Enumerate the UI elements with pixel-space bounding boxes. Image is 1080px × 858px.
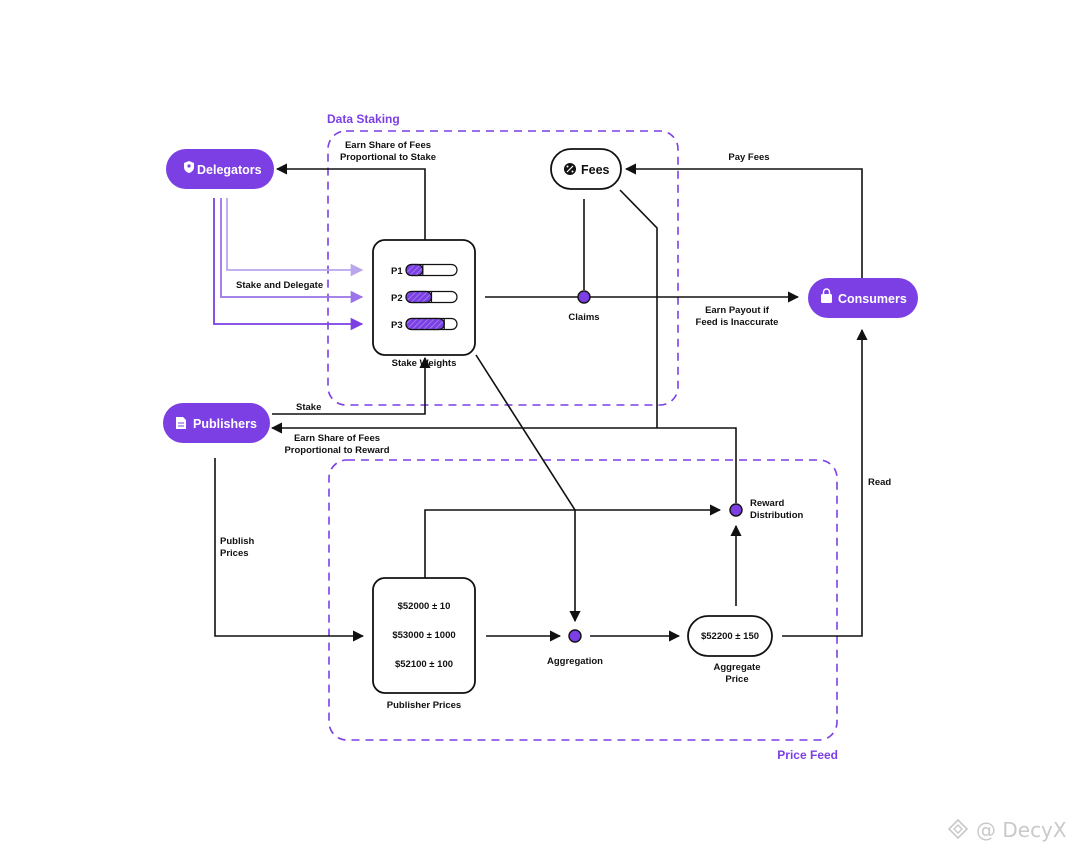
stake-label: Stake bbox=[296, 402, 321, 413]
price-feed-region bbox=[328, 459, 838, 741]
pool-label-1: P1 bbox=[391, 266, 403, 277]
data-staking-region bbox=[327, 130, 679, 406]
prices-to-reward-arrow bbox=[424, 504, 722, 578]
reward-distribution-label-2: Distribution bbox=[750, 510, 803, 521]
fees-distribution-line bbox=[619, 189, 658, 428]
publishers-label: Publishers bbox=[193, 417, 257, 431]
pay-fees-label: Pay Fees bbox=[728, 152, 769, 163]
fees-label: Fees bbox=[581, 163, 610, 177]
delegators-label: Delegators bbox=[197, 163, 262, 177]
fees-node[interactable]: Fees bbox=[550, 148, 622, 190]
earn-share-stake-label-1: Earn Share of Fees bbox=[345, 140, 431, 151]
consumers-node[interactable]: Consumers bbox=[808, 278, 918, 318]
percent-badge-icon bbox=[564, 163, 576, 175]
publisher-price-2: $53000 ± 1000 bbox=[392, 630, 455, 641]
read-label: Read bbox=[868, 477, 891, 488]
earn-payout-label-2: Feed is Inaccurate bbox=[696, 317, 779, 328]
aggregate-price-node[interactable]: $52200 ± 150 bbox=[687, 615, 773, 657]
publisher-prices-node[interactable]: $52000 ± 10 $53000 ± 1000 $52100 ± 100 bbox=[372, 577, 476, 694]
earn-share-reward-label-1: Earn Share of Fees bbox=[294, 433, 380, 444]
pool-fill-1 bbox=[405, 263, 424, 277]
publisher-price-3: $52100 ± 100 bbox=[395, 659, 453, 670]
watermark-text: @ DecyX bbox=[976, 818, 1067, 842]
price-feed-title: Price Feed bbox=[777, 748, 838, 762]
publish-prices-arrow bbox=[214, 458, 365, 642]
delegate-p3-arrow bbox=[213, 198, 364, 331]
publisher-price-1: $52000 ± 10 bbox=[398, 601, 451, 612]
aggregate-price-label-2: Price bbox=[725, 674, 748, 685]
stake-and-delegate-label: Stake and Delegate bbox=[236, 280, 323, 291]
delegate-p2-arrow bbox=[220, 198, 364, 304]
watermark: @ DecyX bbox=[947, 818, 1067, 842]
claims-label: Claims bbox=[568, 312, 599, 323]
document-icon bbox=[176, 417, 186, 429]
reward-distribution-label-1: Reward bbox=[750, 498, 785, 509]
publish-prices-label-2: Prices bbox=[220, 548, 249, 559]
earn-share-stake-arrow bbox=[275, 163, 426, 240]
pool-label-2: P2 bbox=[391, 293, 403, 304]
aggregation-node[interactable] bbox=[568, 629, 582, 643]
earn-share-reward-label-2: Proportional to Reward bbox=[284, 445, 389, 456]
shield-icon bbox=[184, 161, 194, 173]
stake-arrow bbox=[272, 356, 431, 415]
delegators-node[interactable]: Delegators bbox=[166, 149, 274, 189]
consumers-label: Consumers bbox=[838, 292, 907, 306]
pool-fill-3 bbox=[405, 317, 445, 331]
earn-share-reward-arrow bbox=[270, 422, 737, 503]
weights-to-aggregation-arrow bbox=[475, 354, 581, 623]
data-staking-title: Data Staking bbox=[327, 112, 400, 126]
stake-weights-label: Stake Weights bbox=[392, 358, 457, 369]
aggregate-price-value: $52200 ± 150 bbox=[701, 631, 759, 642]
earn-share-stake-label-2: Proportional to Stake bbox=[340, 152, 436, 163]
read-arrow bbox=[782, 328, 868, 637]
pool-label-3: P3 bbox=[391, 320, 403, 331]
diamond-logo-icon bbox=[947, 818, 969, 840]
pool-fill-2 bbox=[405, 290, 433, 304]
publisher-prices-label: Publisher Prices bbox=[387, 700, 461, 711]
claims-node[interactable] bbox=[577, 290, 591, 304]
delegate-p1-arrow bbox=[226, 198, 364, 277]
publishers-node[interactable]: Publishers bbox=[163, 403, 270, 443]
reward-distribution-node[interactable] bbox=[729, 503, 743, 517]
aggregate-price-label-1: Aggregate bbox=[714, 662, 761, 673]
shopping-bag-icon bbox=[821, 288, 832, 303]
publish-prices-label-1: Publish bbox=[220, 536, 255, 547]
aggregation-label: Aggregation bbox=[547, 656, 603, 667]
pay-fees-arrow bbox=[624, 163, 863, 278]
earn-payout-label-1: Earn Payout if bbox=[705, 305, 770, 316]
